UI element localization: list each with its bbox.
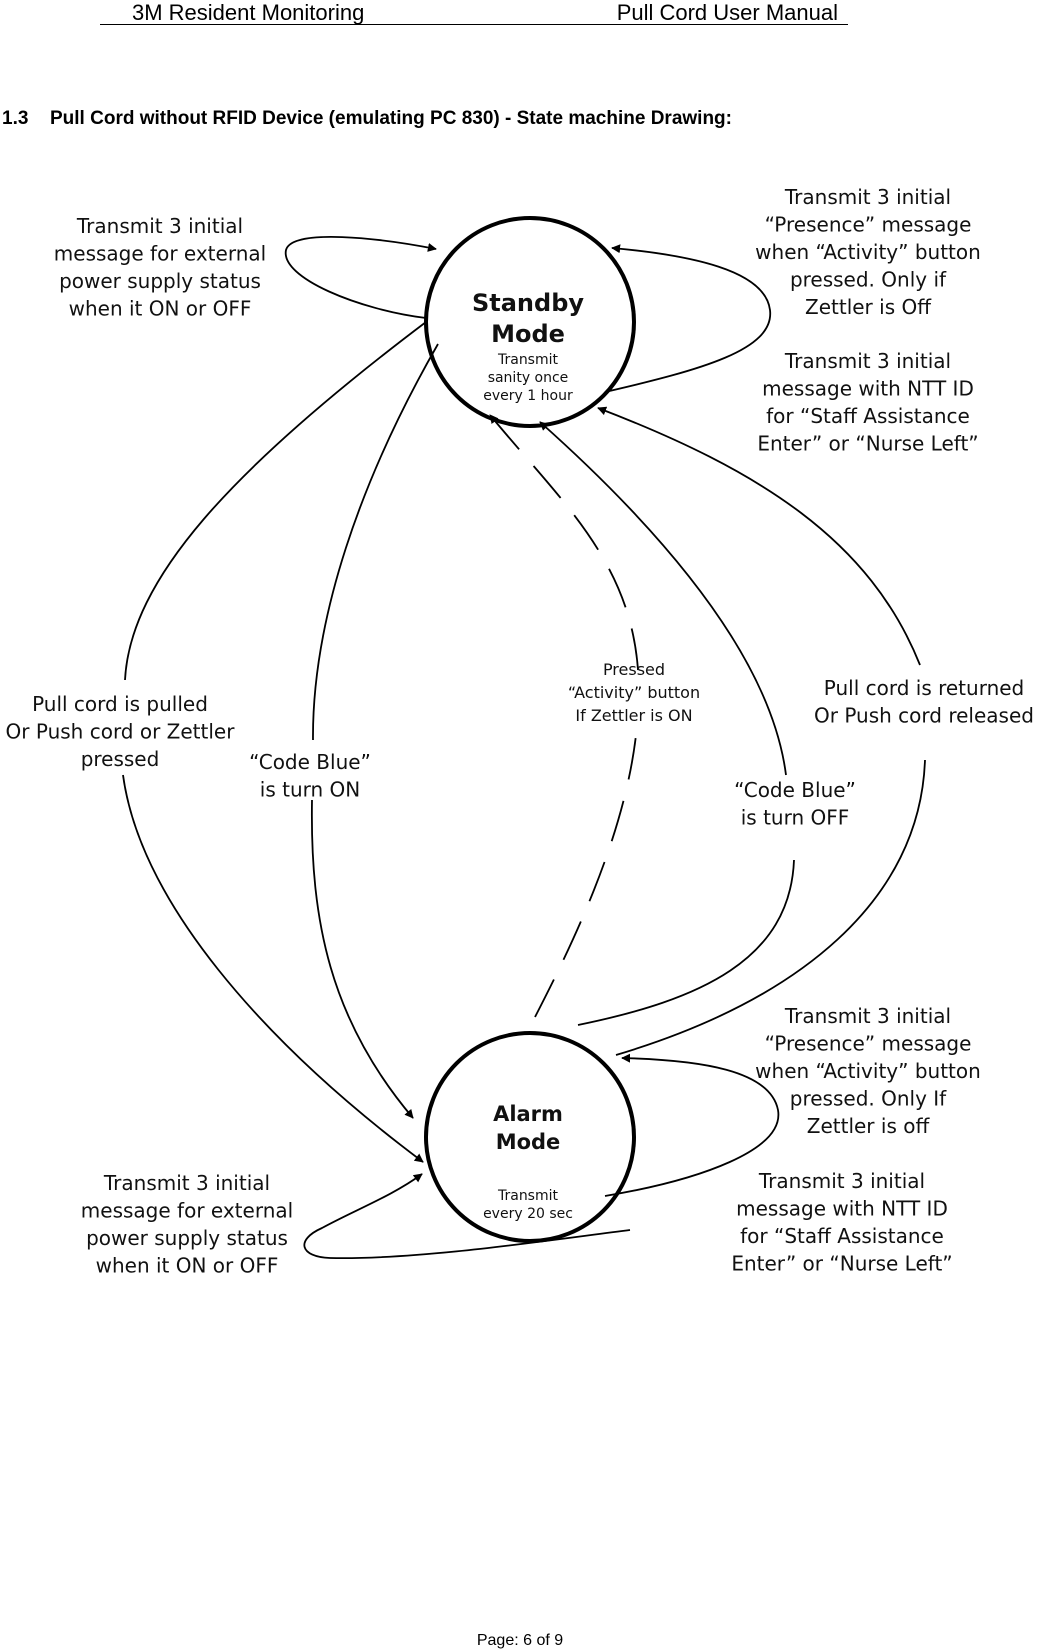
- standby-presence-label-line: “Presence” message: [765, 213, 972, 237]
- alarm-state-text: Alarm Mode Transmit every 20 sec: [483, 1102, 573, 1222]
- pressed-activity-transition-arrow: [490, 415, 639, 1018]
- alarm-state-circle: [424, 1031, 636, 1243]
- standby-ntt-label-line: Transmit 3 initial: [784, 349, 951, 373]
- standby-name-line: Mode: [491, 320, 565, 348]
- alarm-power-label-line: power supply status: [86, 1226, 288, 1250]
- pull-cord-label: Pull cord is pulled Or Push cord or Zettl…: [6, 692, 236, 771]
- standby-state-text: Standby Mode Transmit sanity once every …: [472, 289, 584, 404]
- code-blue-on-transition-arrow: [310, 343, 439, 1118]
- section-title: Pull Cord without RFID Device (emulating…: [50, 108, 732, 129]
- alarm-power-loop-arrow: [303, 1173, 631, 1260]
- code-blue-on-label: “Code Blue” is turn ON: [249, 750, 371, 802]
- alarm-ntt-label-line: Transmit 3 initial: [758, 1169, 925, 1193]
- standby-ntt-label: Transmit 3 initial message with NTT ID for…: [757, 349, 978, 456]
- alarm-detail-line: Transmit: [497, 1188, 559, 1204]
- cord-returned-label: Pull cord is returned Or Push cord releas…: [814, 676, 1034, 728]
- alarm-presence-label-line: when “Activity” button: [755, 1059, 981, 1083]
- alarm-name-line: Alarm: [493, 1102, 563, 1126]
- page-label: Page:: [476, 1632, 519, 1649]
- alarm-detail-line: every 20 sec: [483, 1206, 573, 1222]
- code-blue-on-label-line: is turn ON: [260, 778, 360, 802]
- header-left: 3M Resident Monitoring: [132, 0, 365, 25]
- alarm-ntt-label: Transmit 3 initial message with NTT ID for…: [731, 1169, 952, 1276]
- cord-returned-label-line: Or Push cord released: [814, 704, 1034, 728]
- standby-ntt-label-line: message with NTT ID: [762, 377, 974, 401]
- standby-presence-label-line: when “Activity” button: [755, 240, 981, 264]
- standby-detail-line: Transmit: [497, 352, 559, 368]
- code-blue-off-label: “Code Blue” is turn OFF: [734, 778, 856, 830]
- page-number: 6 of 9: [523, 1632, 564, 1649]
- code-blue-off-transition-arrow: [540, 422, 795, 1026]
- alarm-presence-label-line: pressed. Only If: [790, 1087, 947, 1111]
- section-heading: 1.3 Pull Cord without RFID Device (emulat…: [2, 108, 732, 130]
- page-footer: Page: 6 of 9: [0, 1632, 1040, 1650]
- alarm-ntt-label-line: Enter” or “Nurse Left”: [731, 1252, 952, 1276]
- pull-cord-label-line: pressed: [81, 747, 160, 771]
- alarm-power-label: Transmit 3 initial message for external po…: [81, 1171, 293, 1278]
- pull-cord-label-line: Or Push cord or Zettler: [6, 720, 236, 744]
- standby-power-label-line: when it ON or OFF: [69, 297, 252, 321]
- standby-power-label-line: Transmit 3 initial: [76, 214, 243, 238]
- standby-detail-line: every 1 hour: [483, 388, 573, 404]
- standby-ntt-label-line: Enter” or “Nurse Left”: [757, 432, 978, 456]
- standby-detail-line: sanity once: [488, 370, 569, 386]
- pull-cord-transition-arrow: [122, 321, 426, 1162]
- alarm-power-label-line: message for external: [81, 1199, 293, 1223]
- pressed-activity-label-line: “Activity” button: [568, 683, 700, 702]
- pressed-activity-label: Pressed “Activity” button If Zettler is ON: [568, 660, 700, 725]
- cord-returned-transition-arrow: [598, 408, 926, 1056]
- code-blue-off-label-line: is turn OFF: [741, 806, 850, 830]
- standby-ntt-label-line: for “Staff Assistance: [766, 404, 970, 428]
- alarm-presence-label-line: Transmit 3 initial: [784, 1004, 951, 1028]
- standby-presence-label-line: Zettler is Off: [805, 295, 932, 319]
- alarm-ntt-label-line: message with NTT ID: [736, 1197, 948, 1221]
- standby-name-line: Standby: [472, 289, 584, 317]
- standby-presence-label: Transmit 3 initial “Presence” message when…: [755, 185, 981, 319]
- section-number: 1.3: [2, 108, 29, 129]
- code-blue-on-label-line: “Code Blue”: [249, 750, 371, 774]
- pull-cord-label-line: Pull cord is pulled: [32, 692, 208, 716]
- standby-presence-label-line: pressed. Only if: [790, 268, 947, 292]
- page-header: 3M Resident Monitoring Pull Cord User Ma…: [100, 0, 848, 25]
- alarm-presence-loop-arrow: [604, 1053, 780, 1197]
- standby-power-label-line: power supply status: [59, 269, 261, 293]
- standby-power-label-line: message for external: [54, 242, 266, 266]
- pressed-activity-label-line: Pressed: [603, 660, 665, 679]
- standby-presence-loop-arrow: [604, 244, 771, 393]
- alarm-name-line: Mode: [496, 1130, 561, 1154]
- pressed-activity-label-line: If Zettler is ON: [575, 706, 692, 725]
- standby-power-loop-arrow: [285, 236, 437, 319]
- standby-power-label: Transmit 3 initial message for external po…: [54, 214, 266, 321]
- alarm-power-label-line: Transmit 3 initial: [103, 1171, 270, 1195]
- standby-presence-label-line: Transmit 3 initial: [784, 185, 951, 209]
- header-right: Pull Cord User Manual: [616, 0, 838, 25]
- alarm-ntt-label-line: for “Staff Assistance: [740, 1224, 944, 1248]
- alarm-presence-label: Transmit 3 initial “Presence” message when…: [755, 1004, 981, 1138]
- cord-returned-label-line: Pull cord is returned: [824, 676, 1025, 700]
- code-blue-off-label-line: “Code Blue”: [734, 778, 856, 802]
- alarm-presence-label-line: “Presence” message: [765, 1032, 972, 1056]
- alarm-power-label-line: when it ON or OFF: [96, 1254, 279, 1278]
- alarm-presence-label-line: Zettler is off: [807, 1114, 931, 1138]
